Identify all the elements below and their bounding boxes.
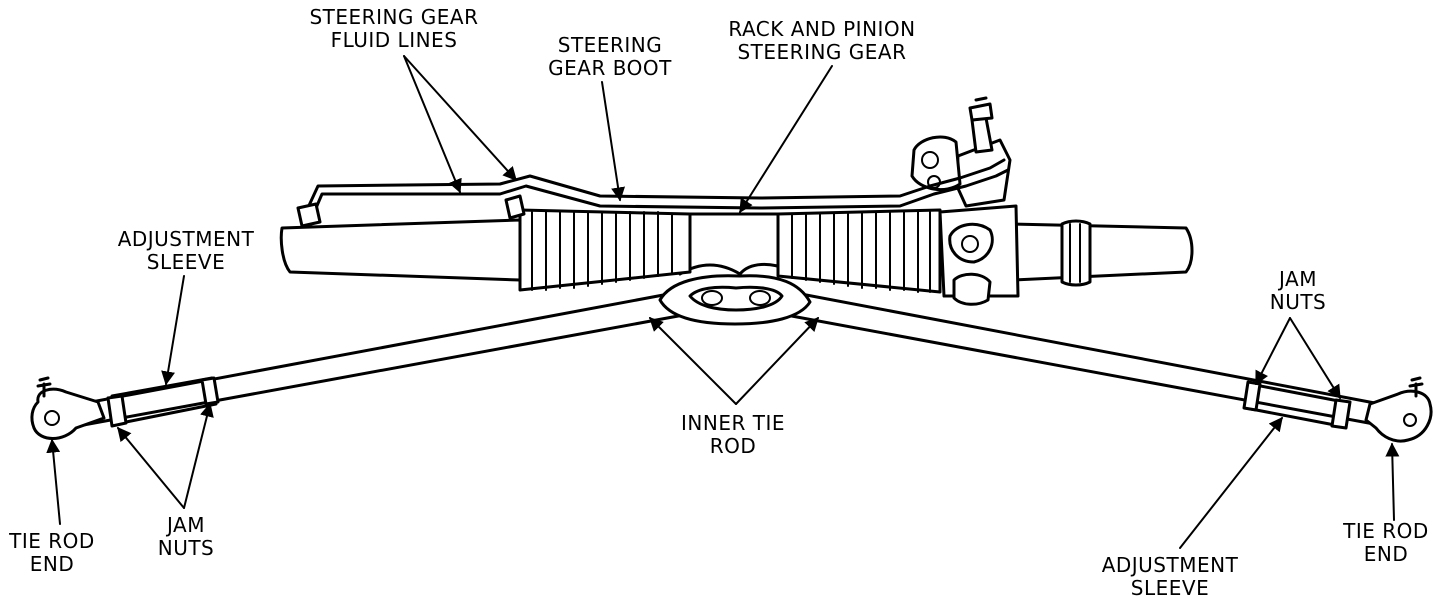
label-adjustment-sleeve-left: ADJUSTMENT SLEEVE: [117, 227, 255, 274]
label-steering-gear-boot: STEERING GEAR BOOT: [548, 33, 672, 80]
label-rack-and-pinion-steering-gear: RACK AND PINION STEERING GEAR: [728, 17, 916, 64]
left-jam-nut-outer: [106, 394, 128, 428]
label-tie-rod-end-right: TIE ROD END: [1343, 519, 1429, 566]
right-tie-rod-end: [1364, 376, 1433, 443]
rack-housing: [279, 212, 1194, 287]
steering-gear-fluid-lines: [296, 158, 1010, 228]
label-jam-nuts-left: JAM NUTS: [157, 513, 215, 560]
right-jam-nut-inner: [1242, 380, 1262, 412]
left-tie-rod: [68, 288, 702, 428]
left-tie-rod-end: [30, 376, 106, 440]
right-steering-gear-boot: [776, 208, 942, 294]
label-tie-rod-end-left: TIE ROD END: [9, 529, 95, 576]
pinion-housing: [910, 96, 1020, 306]
right-rack-collar: [1060, 219, 1092, 287]
left-jam-nut-inner: [200, 376, 220, 406]
label-adjustment-sleeve-right: ADJUSTMENT SLEEVE: [1101, 553, 1239, 600]
inner-tie-rod-bracket: [658, 274, 812, 326]
leader-lines: [46, 55, 1400, 549]
label-jam-nuts-right: JAM NUTS: [1269, 267, 1327, 314]
left-steering-gear-boot: [518, 208, 692, 292]
right-jam-nut-outer: [1330, 398, 1352, 430]
label-inner-tie-rod: INNER TIE ROD: [681, 411, 785, 458]
label-steering-gear-fluid-lines: STEERING GEAR FLUID LINES: [309, 5, 479, 52]
